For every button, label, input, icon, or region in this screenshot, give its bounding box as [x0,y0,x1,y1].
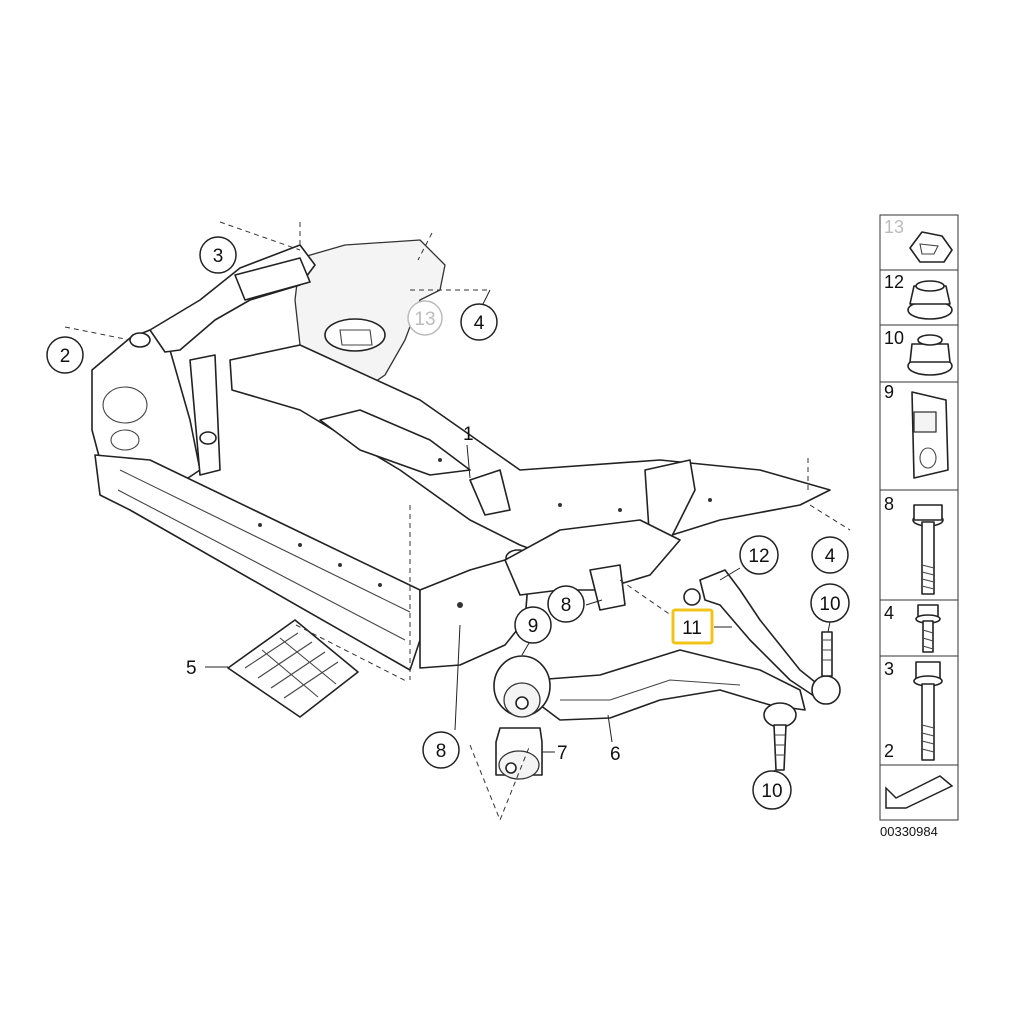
callout-4-right: 4 [811,536,849,574]
self-locking-nut-icon [907,334,953,376]
front-axle-subframe [91,239,831,671]
side-item-13-number: 13 [884,217,904,237]
side-item-9-number: 9 [884,382,894,402]
callout-13: 13 [407,300,443,336]
side-item-10-number: 10 [884,328,904,348]
side-item-4-number: 4 [884,603,894,623]
skid-plate [227,619,359,718]
clip-nut-icon [909,231,953,263]
rubber-mount-7 [495,727,543,780]
callout-8-lower-label: 8 [436,741,447,762]
long-bolt-icon [912,504,944,595]
callout-4-right-label: 4 [825,546,836,567]
callout-2: 2 [46,336,84,374]
leader-lines [205,289,831,776]
callout-3-label: 3 [213,246,224,267]
flange-nut-icon [907,280,953,320]
highlight-box [671,608,714,645]
rubber-mount-9 [493,655,551,718]
diagram-code: 00330984 [880,824,938,839]
ball-joint-lower [763,702,797,771]
direction-arrow-icon [885,775,954,809]
callout-8-lower: 8 [422,731,460,769]
tension-strut [683,569,841,705]
callout-5-label: 5 [186,658,197,679]
callout-10-lower-label: 10 [761,781,782,802]
callout-6: 6 [610,744,621,765]
callout-4-upper: 4 [460,303,498,341]
reference-lines [64,221,851,822]
callout-9: 9 [514,606,552,644]
bracket-icon [911,391,949,479]
callout-1: 1 [463,424,474,445]
side-item-12-number: 12 [884,272,904,292]
callout-8-middle: 8 [547,585,585,623]
callout-11-highlighted[interactable]: 11 [671,608,714,645]
callout-3: 3 [199,236,237,274]
callout-12-label: 12 [748,546,769,567]
callout-4-upper-label: 4 [474,313,485,334]
callout-11-label: 11 [682,618,702,639]
side-item-3-number: 3 [884,659,894,679]
side-item-8-number: 8 [884,494,894,514]
callout-12: 12 [739,535,779,575]
callout-10-upper: 10 [810,583,850,623]
callout-1-label: 1 [463,424,474,445]
callout-5: 5 [186,658,197,679]
callout-2-label: 2 [60,346,71,367]
callout-10-lower: 10 [752,770,792,810]
callout-9-label: 9 [528,616,539,637]
wishbone-control-arm [534,649,806,721]
callout-10-upper-label: 10 [819,594,840,615]
callout-6-label: 6 [610,744,621,765]
side-item-2-number: 2 [884,741,894,761]
hardware-side-panel: 13 12 10 9 8 [879,214,959,839]
callout-8-middle-label: 8 [561,595,572,616]
short-bolt-icon [915,604,941,653]
callout-7-label: 7 [557,743,568,764]
callout-13-label: 13 [414,309,435,330]
bolt-icon [913,661,943,761]
callout-7: 7 [557,743,568,764]
